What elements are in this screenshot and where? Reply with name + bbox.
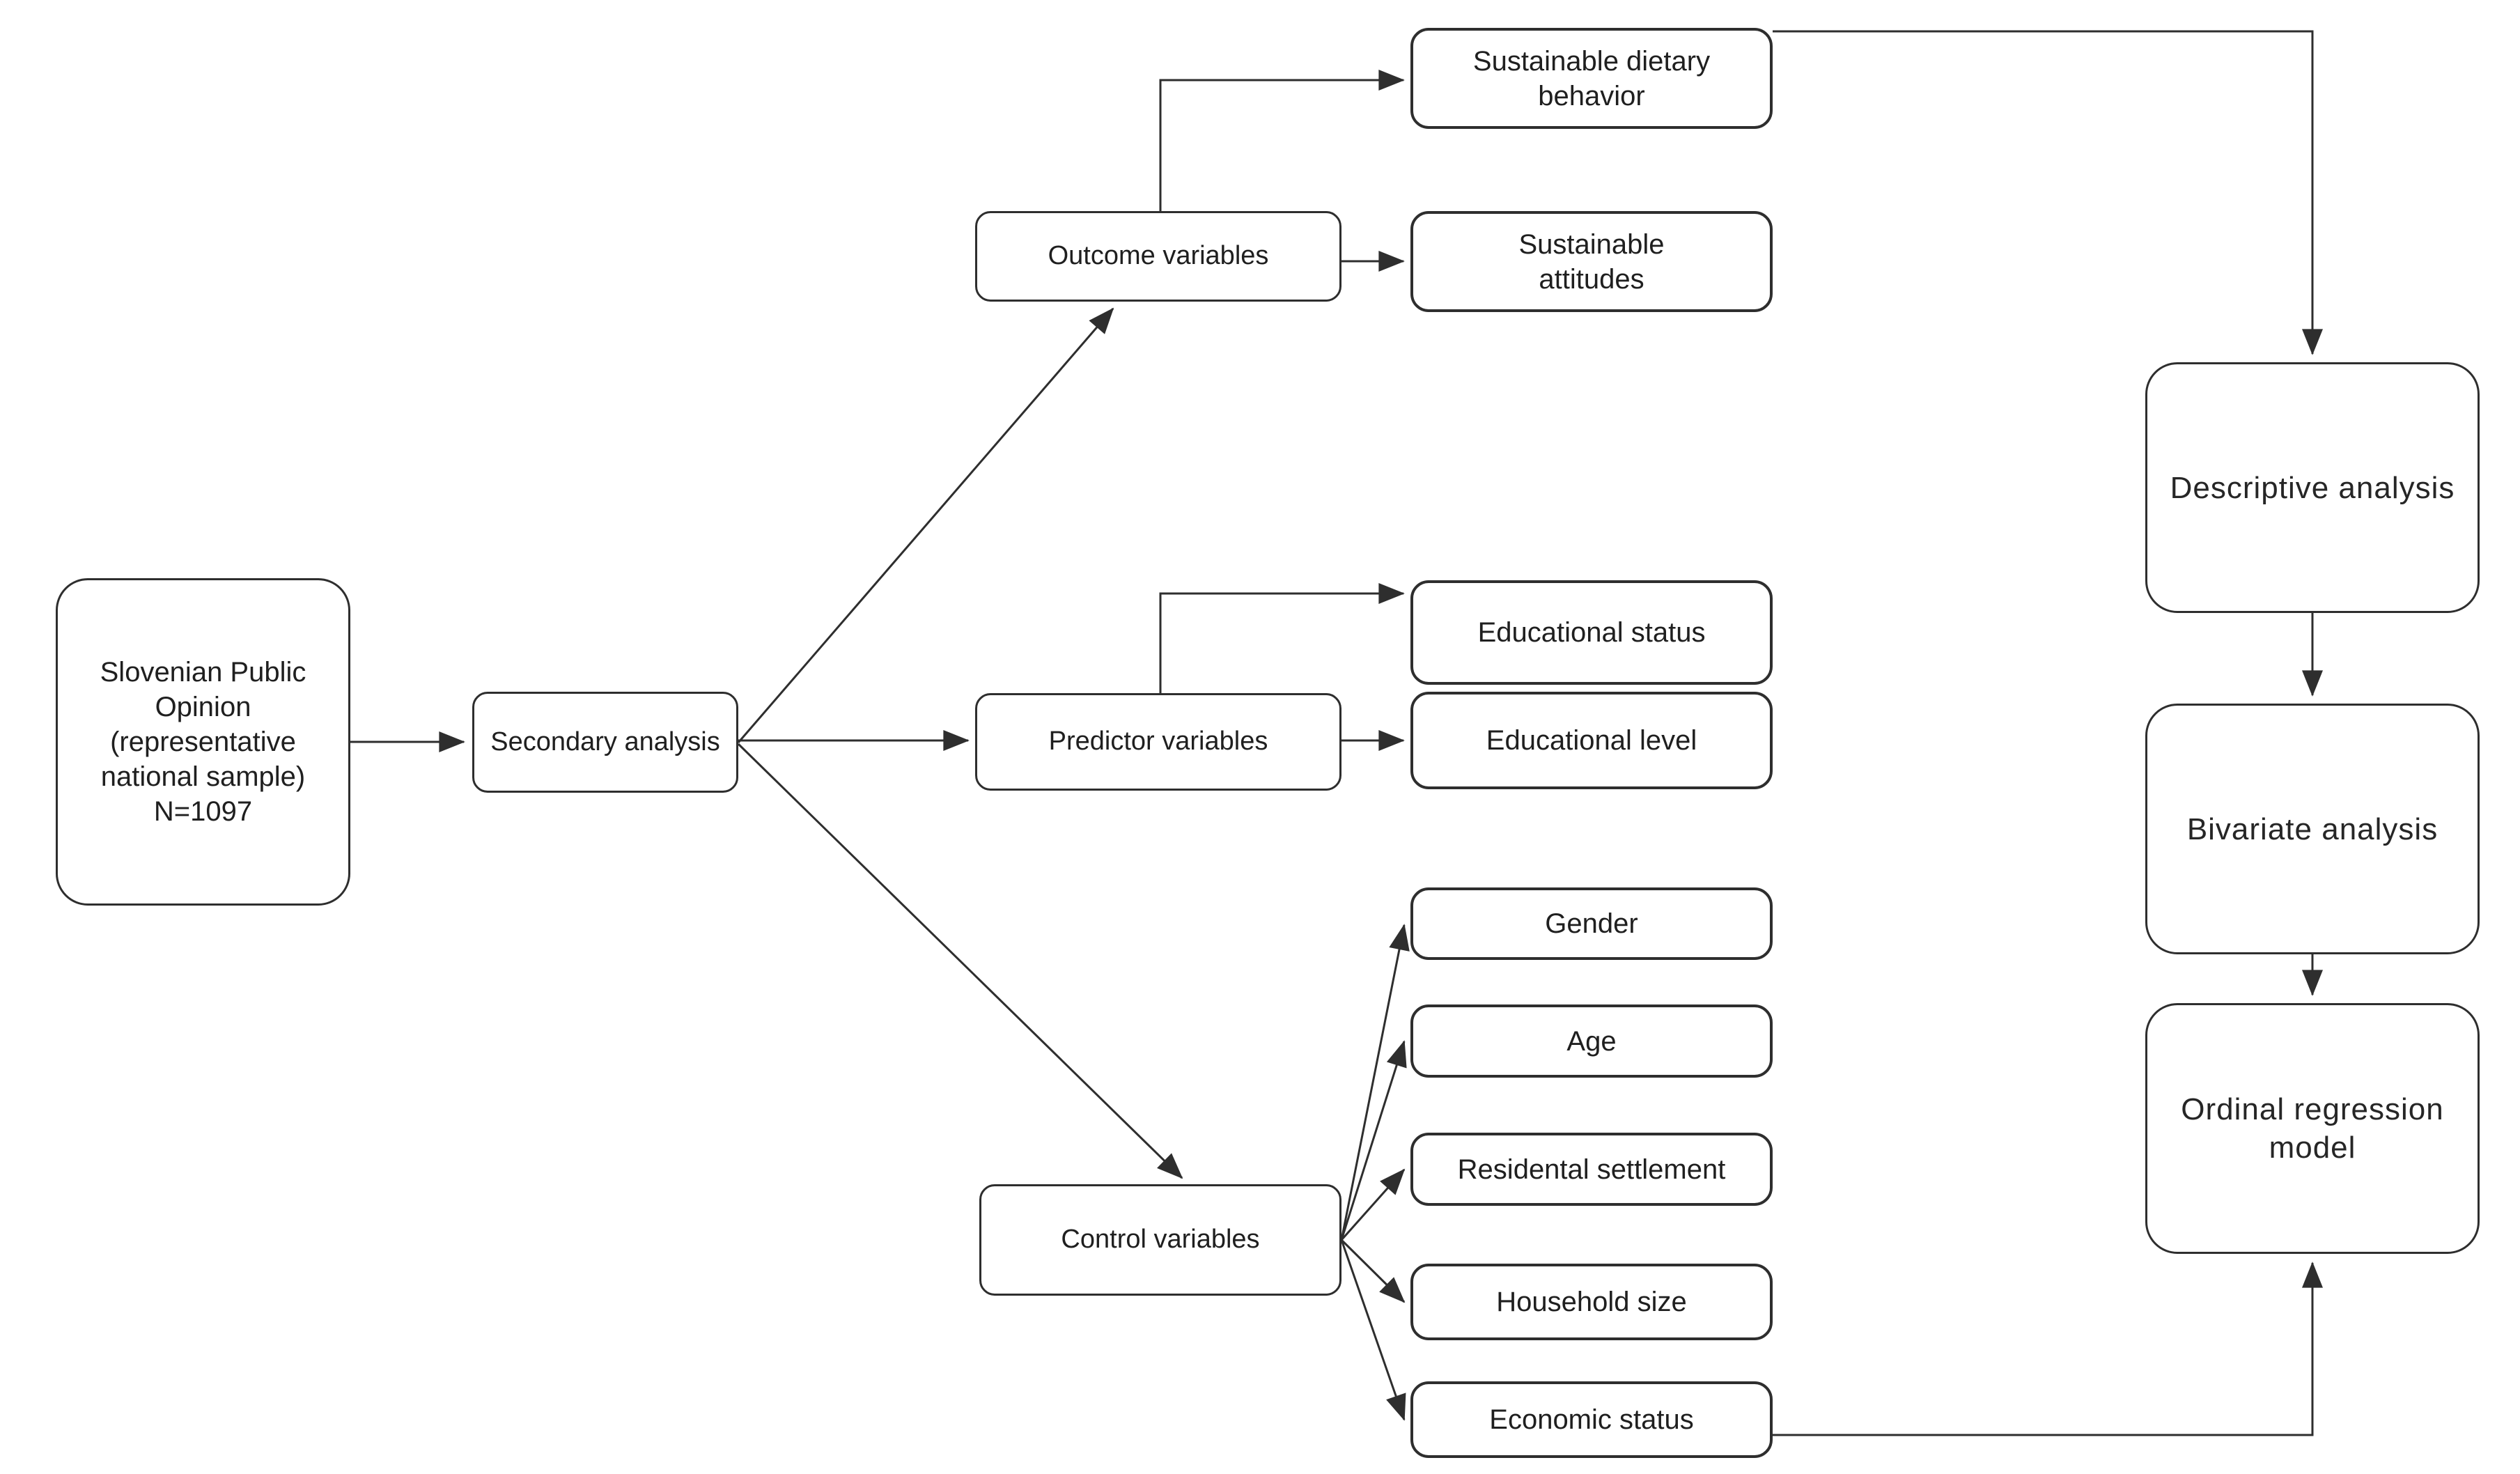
edge-control-to-residental bbox=[1340, 1168, 1406, 1241]
node-age: Age bbox=[1410, 1004, 1773, 1078]
edge-economic-to-ordinal bbox=[1773, 1262, 2323, 1436]
edge-control-to-economic bbox=[1340, 1239, 1406, 1421]
node-economic-status: Economic status bbox=[1410, 1381, 1773, 1458]
node-outcome-variables: Outcome variables bbox=[975, 211, 1341, 302]
node-sustainable-attitudes: Sustainable attitudes bbox=[1410, 211, 1773, 312]
edge-control-to-age bbox=[1340, 1040, 1407, 1241]
node-descriptive-analysis: Descriptive analysis bbox=[2145, 362, 2480, 613]
edge-predictor-to-edu-status bbox=[1159, 583, 1405, 693]
node-secondary-analysis: Secondary analysis bbox=[472, 692, 738, 793]
node-predictor-variables: Predictor variables bbox=[975, 693, 1341, 791]
node-educational-level: Educational level bbox=[1410, 692, 1773, 789]
node-slovenian-public-opinion: Slovenian Public Opinion (representative… bbox=[56, 578, 350, 906]
edge-outcome-to-dietary bbox=[1159, 70, 1405, 211]
edge-secondary-to-control bbox=[737, 743, 1183, 1179]
node-bivariate-analysis: Bivariate analysis bbox=[2145, 704, 2480, 954]
node-control-variables: Control variables bbox=[979, 1184, 1341, 1296]
node-residental-settlement: Residental settlement bbox=[1410, 1133, 1773, 1206]
node-educational-status: Educational status bbox=[1410, 580, 1773, 685]
edge-secondary-to-outcome bbox=[737, 307, 1114, 743]
edge-control-to-household bbox=[1340, 1239, 1406, 1303]
edge-control-to-gender bbox=[1340, 924, 1410, 1241]
node-sustainable-dietary-behavior: Sustainable dietary behavior bbox=[1410, 28, 1773, 129]
node-household-size: Household size bbox=[1410, 1264, 1773, 1340]
edge-dietary-to-descriptive bbox=[1773, 30, 2323, 355]
node-gender: Gender bbox=[1410, 887, 1773, 960]
node-ordinal-regression-model: Ordinal regression model bbox=[2145, 1003, 2480, 1254]
